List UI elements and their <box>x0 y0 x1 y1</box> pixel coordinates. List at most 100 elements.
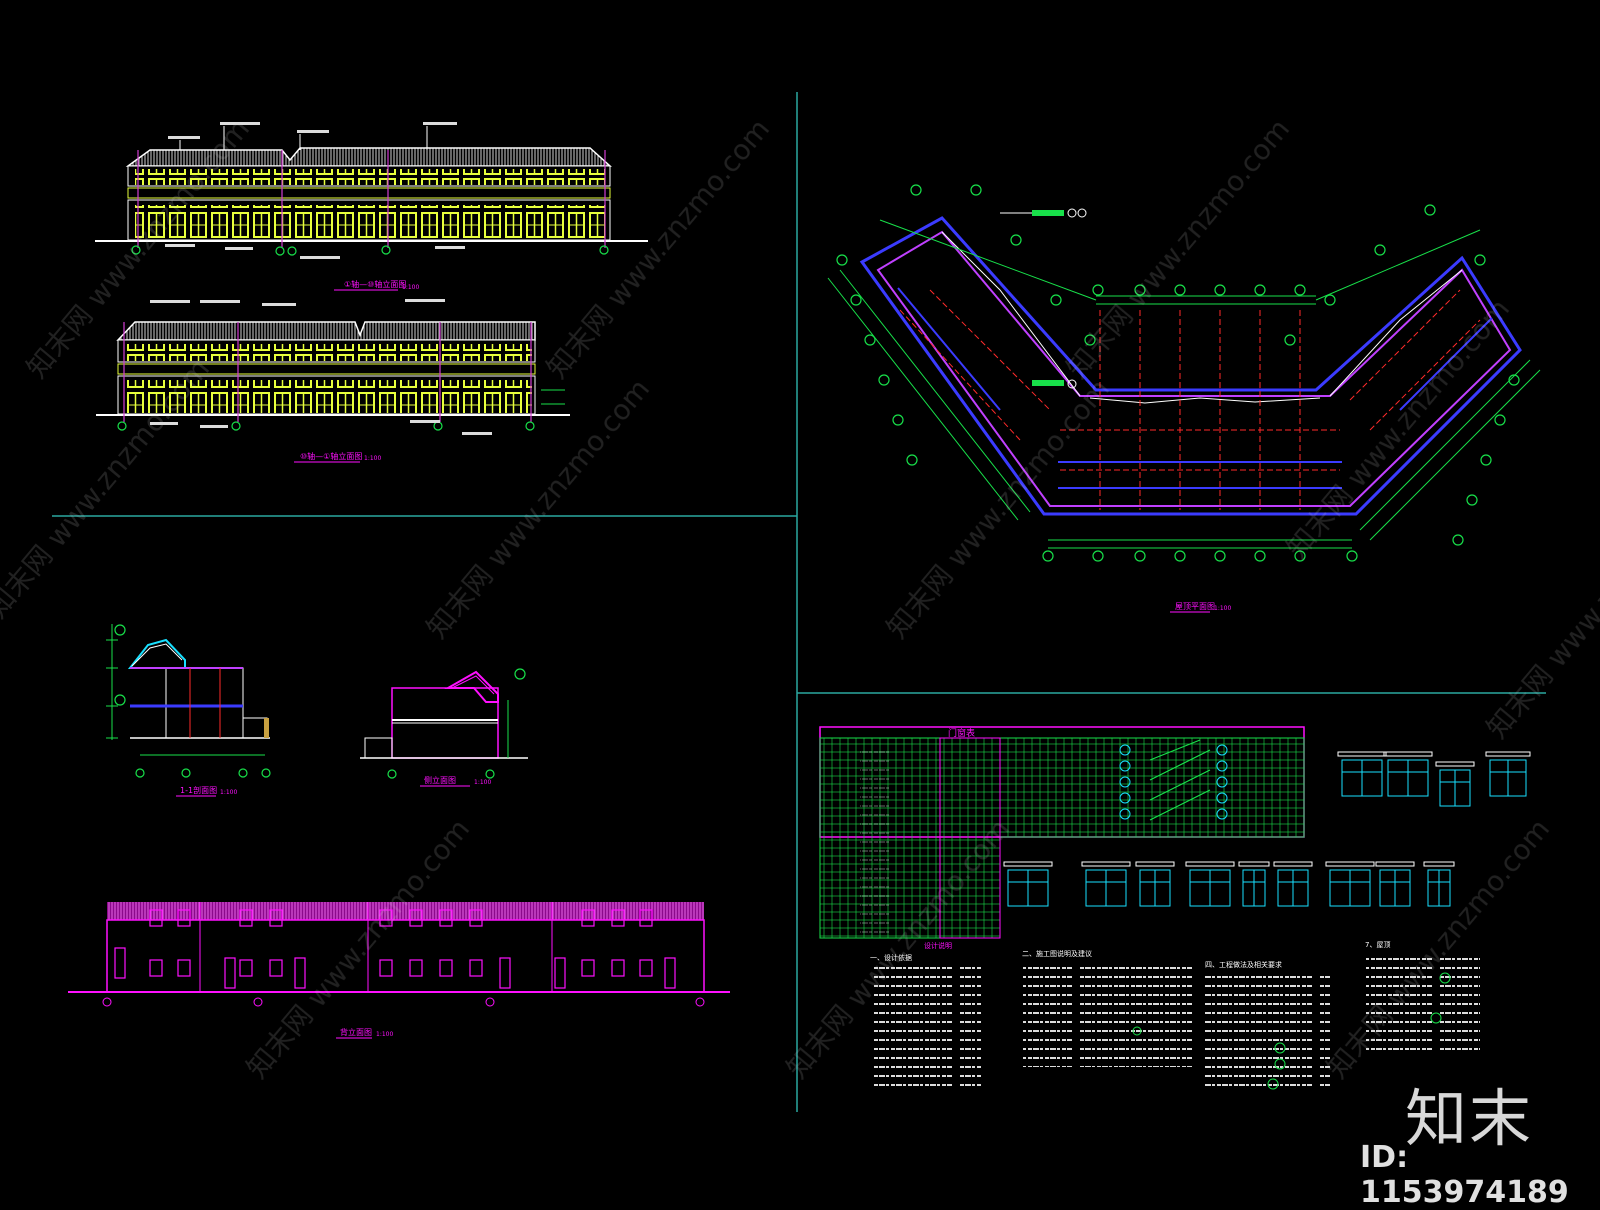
window-detail <box>1375 861 1415 907</box>
rear-window <box>639 959 653 977</box>
notes-heading-1: 一、设计依据 <box>870 953 912 962</box>
window-detail <box>1383 751 1433 797</box>
window-detail <box>1238 861 1270 907</box>
window-detail <box>1003 861 1053 907</box>
rear-window <box>269 959 283 977</box>
construction-notes: 一、设计依据 二、施工图说明及建议 四、工程做法及相关要求 7、屋顶 <box>870 941 1480 1092</box>
grid-axis-bubble <box>1050 294 1062 306</box>
rear-door <box>224 957 236 989</box>
section-title: 1-1剖面图 <box>180 785 217 795</box>
grid-axis-bubble <box>1254 284 1266 296</box>
rear-window <box>379 909 393 927</box>
grid-axis-bubble <box>1284 334 1296 346</box>
grid-axis-bubble <box>906 454 918 466</box>
grid-axis-bubble <box>1042 550 1054 562</box>
grid-axis-bubble <box>1324 294 1336 306</box>
grid-axis-bubble <box>1508 374 1520 386</box>
window-detail <box>1435 761 1475 807</box>
grid-axis-bubble <box>1452 534 1464 546</box>
window-detail <box>1325 861 1375 907</box>
notes-heading-3: 四、工程做法及相关要求 <box>1205 960 1282 969</box>
side-elevation-scale: 1:100 <box>474 779 491 786</box>
notes-heading-4: 7、屋顶 <box>1365 941 1390 949</box>
grid-axis-bubble <box>892 414 904 426</box>
window-detail <box>1185 861 1235 907</box>
rear-window <box>177 959 191 977</box>
rear-window <box>611 909 625 927</box>
front-elevation-drawing: ①轴—⑩轴立面图 1:100 <box>95 122 648 291</box>
grid-axis-bubble <box>1214 284 1226 296</box>
grid-axis-bubble <box>1214 550 1226 562</box>
section-scale: 1:100 <box>220 789 237 796</box>
grid-axis-bubble <box>1474 254 1486 266</box>
door-window-schedule: 门窗表 设计说明 <box>819 726 1305 950</box>
grid-axis-bubble <box>1424 204 1436 216</box>
rear-door <box>114 947 126 979</box>
grid-axis-bubble <box>1134 550 1146 562</box>
watermark-text: 知末网 www.znzmo.com <box>1060 112 1296 384</box>
rear-window <box>409 909 423 927</box>
grid-axis-bubble <box>1092 550 1104 562</box>
elevation-2-scale: 1:100 <box>364 455 381 462</box>
window-detail-drawings <box>1003 751 1531 907</box>
rear-elevation-drawing: 背立面图 1:100 <box>68 902 730 1039</box>
rear-window <box>469 959 483 977</box>
rear-window <box>239 959 253 977</box>
grid-axis-bubble <box>1480 454 1492 466</box>
rear-elevation-title: 背立面图 <box>340 1027 372 1037</box>
grid-axis-bubble <box>1084 334 1096 346</box>
rear-window <box>239 909 253 927</box>
grid-axis-bubble <box>1466 494 1478 506</box>
grid-axis-bubble <box>878 374 890 386</box>
watermark-text: 知末网 www.znzmo.com <box>1280 292 1516 564</box>
notes-heading-2: 二、施工图说明及建议 <box>1022 949 1092 958</box>
grid-axis-bubble <box>1134 284 1146 296</box>
rear-door <box>664 957 676 989</box>
roof-plan-title: 屋顶平面图 <box>1175 602 1215 611</box>
elevation-1-scale: 1:100 <box>402 284 419 291</box>
watermark-text: 知末网 www.znzmo.com <box>880 372 1116 644</box>
watermark-text: 知末网 www.znzmo.com <box>0 352 216 624</box>
side-elevation-title: 侧立面图 <box>424 775 456 785</box>
grid-axis-bubble <box>1092 284 1104 296</box>
grid-axis-bubble <box>836 254 848 266</box>
window-detail <box>1273 861 1313 907</box>
window-detail <box>1485 751 1531 797</box>
rear-window <box>409 959 423 977</box>
rear-window <box>269 909 283 927</box>
grid-axis-bubble <box>1494 414 1506 426</box>
rear-window <box>177 909 191 927</box>
grid-axis-bubble <box>1346 550 1358 562</box>
watermark-text: 知末网 www.znzmo.com <box>1480 472 1600 744</box>
rear-door <box>554 957 566 989</box>
grid-axis-bubble <box>1374 244 1386 256</box>
grid-axis-bubble <box>1254 550 1266 562</box>
rear-window <box>149 909 163 927</box>
rear-door <box>499 957 511 989</box>
roof-plan-scale: 1:100 <box>1214 605 1231 612</box>
brand-logo-text: 知末 <box>1405 1082 1534 1155</box>
window-detail <box>1081 861 1131 907</box>
grid-axis-bubble <box>1174 550 1186 562</box>
rear-elevation-scale: 1:100 <box>376 1031 393 1038</box>
rear-window <box>639 909 653 927</box>
grid-axis-bubble <box>864 334 876 346</box>
rear-window <box>469 909 483 927</box>
rear-door <box>294 957 306 989</box>
rear-window <box>439 909 453 927</box>
window-detail <box>1337 751 1387 797</box>
grid-axis-bubble <box>970 184 982 196</box>
elevation-2-title: ⑩轴—①轴立面图 <box>300 451 362 461</box>
elevation-1-title: ①轴—⑩轴立面图 <box>344 279 406 289</box>
grid-axis-bubble <box>850 294 862 306</box>
grid-axis-bubble <box>1010 234 1022 246</box>
window-detail <box>1135 861 1175 907</box>
grid-axis-bubble <box>910 184 922 196</box>
rear-window <box>379 959 393 977</box>
roof-plan-drawing: 屋顶平面图 1:100 <box>827 184 1541 613</box>
grid-axis-bubble <box>1294 550 1306 562</box>
image-id-label: ID: 1153974189 <box>1360 1140 1569 1210</box>
rear-window <box>581 959 595 977</box>
